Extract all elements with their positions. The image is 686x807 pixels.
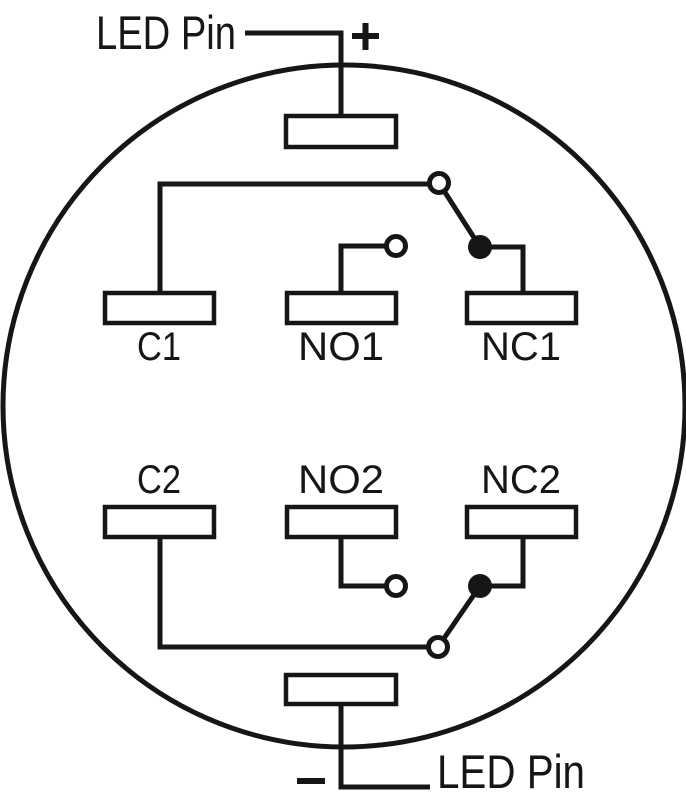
- led-bottom-label: LED Pin: [437, 745, 585, 798]
- terminal-c2: [102, 504, 217, 540]
- no1-open-contact-icon: [384, 234, 408, 258]
- led-terminal-top: [283, 113, 399, 150]
- wire-nc2: [480, 537, 526, 589]
- terminal-nc1: [464, 290, 579, 326]
- label-c1: C1: [137, 325, 181, 369]
- switch-arm-pole1: [436, 181, 483, 249]
- plus-icon: [352, 23, 379, 50]
- nc2-closed-contact-icon: [468, 574, 492, 598]
- wire-c1: [157, 181, 439, 293]
- no2-open-contact-icon: [384, 574, 408, 598]
- label-no2: NO2: [298, 458, 384, 502]
- label-c2: C2: [137, 458, 181, 502]
- terminal-no1: [284, 290, 399, 326]
- switch-arm-pole2: [435, 584, 483, 649]
- led-terminal-bottom: [283, 672, 399, 707]
- led-bottom-wire: [338, 704, 430, 790]
- led-top-wire: [245, 30, 344, 116]
- pivot-contact-pole1-icon: [427, 171, 451, 195]
- button-body-outline: [0, 62, 686, 750]
- label-nc1: NC1: [481, 325, 561, 369]
- terminal-c1: [102, 290, 217, 326]
- wire-c2: [157, 537, 438, 650]
- pivot-contact-pole2-icon: [426, 635, 450, 659]
- wire-nc1: [480, 244, 526, 293]
- terminal-no2: [284, 504, 399, 540]
- nc1-closed-contact-icon: [468, 235, 492, 259]
- led-top-label: LED Pin: [96, 6, 236, 59]
- terminal-nc2: [464, 504, 579, 540]
- wire-no1: [338, 243, 396, 293]
- label-no1: NO1: [298, 325, 384, 369]
- wire-no2: [338, 537, 396, 589]
- label-nc2: NC2: [481, 458, 561, 502]
